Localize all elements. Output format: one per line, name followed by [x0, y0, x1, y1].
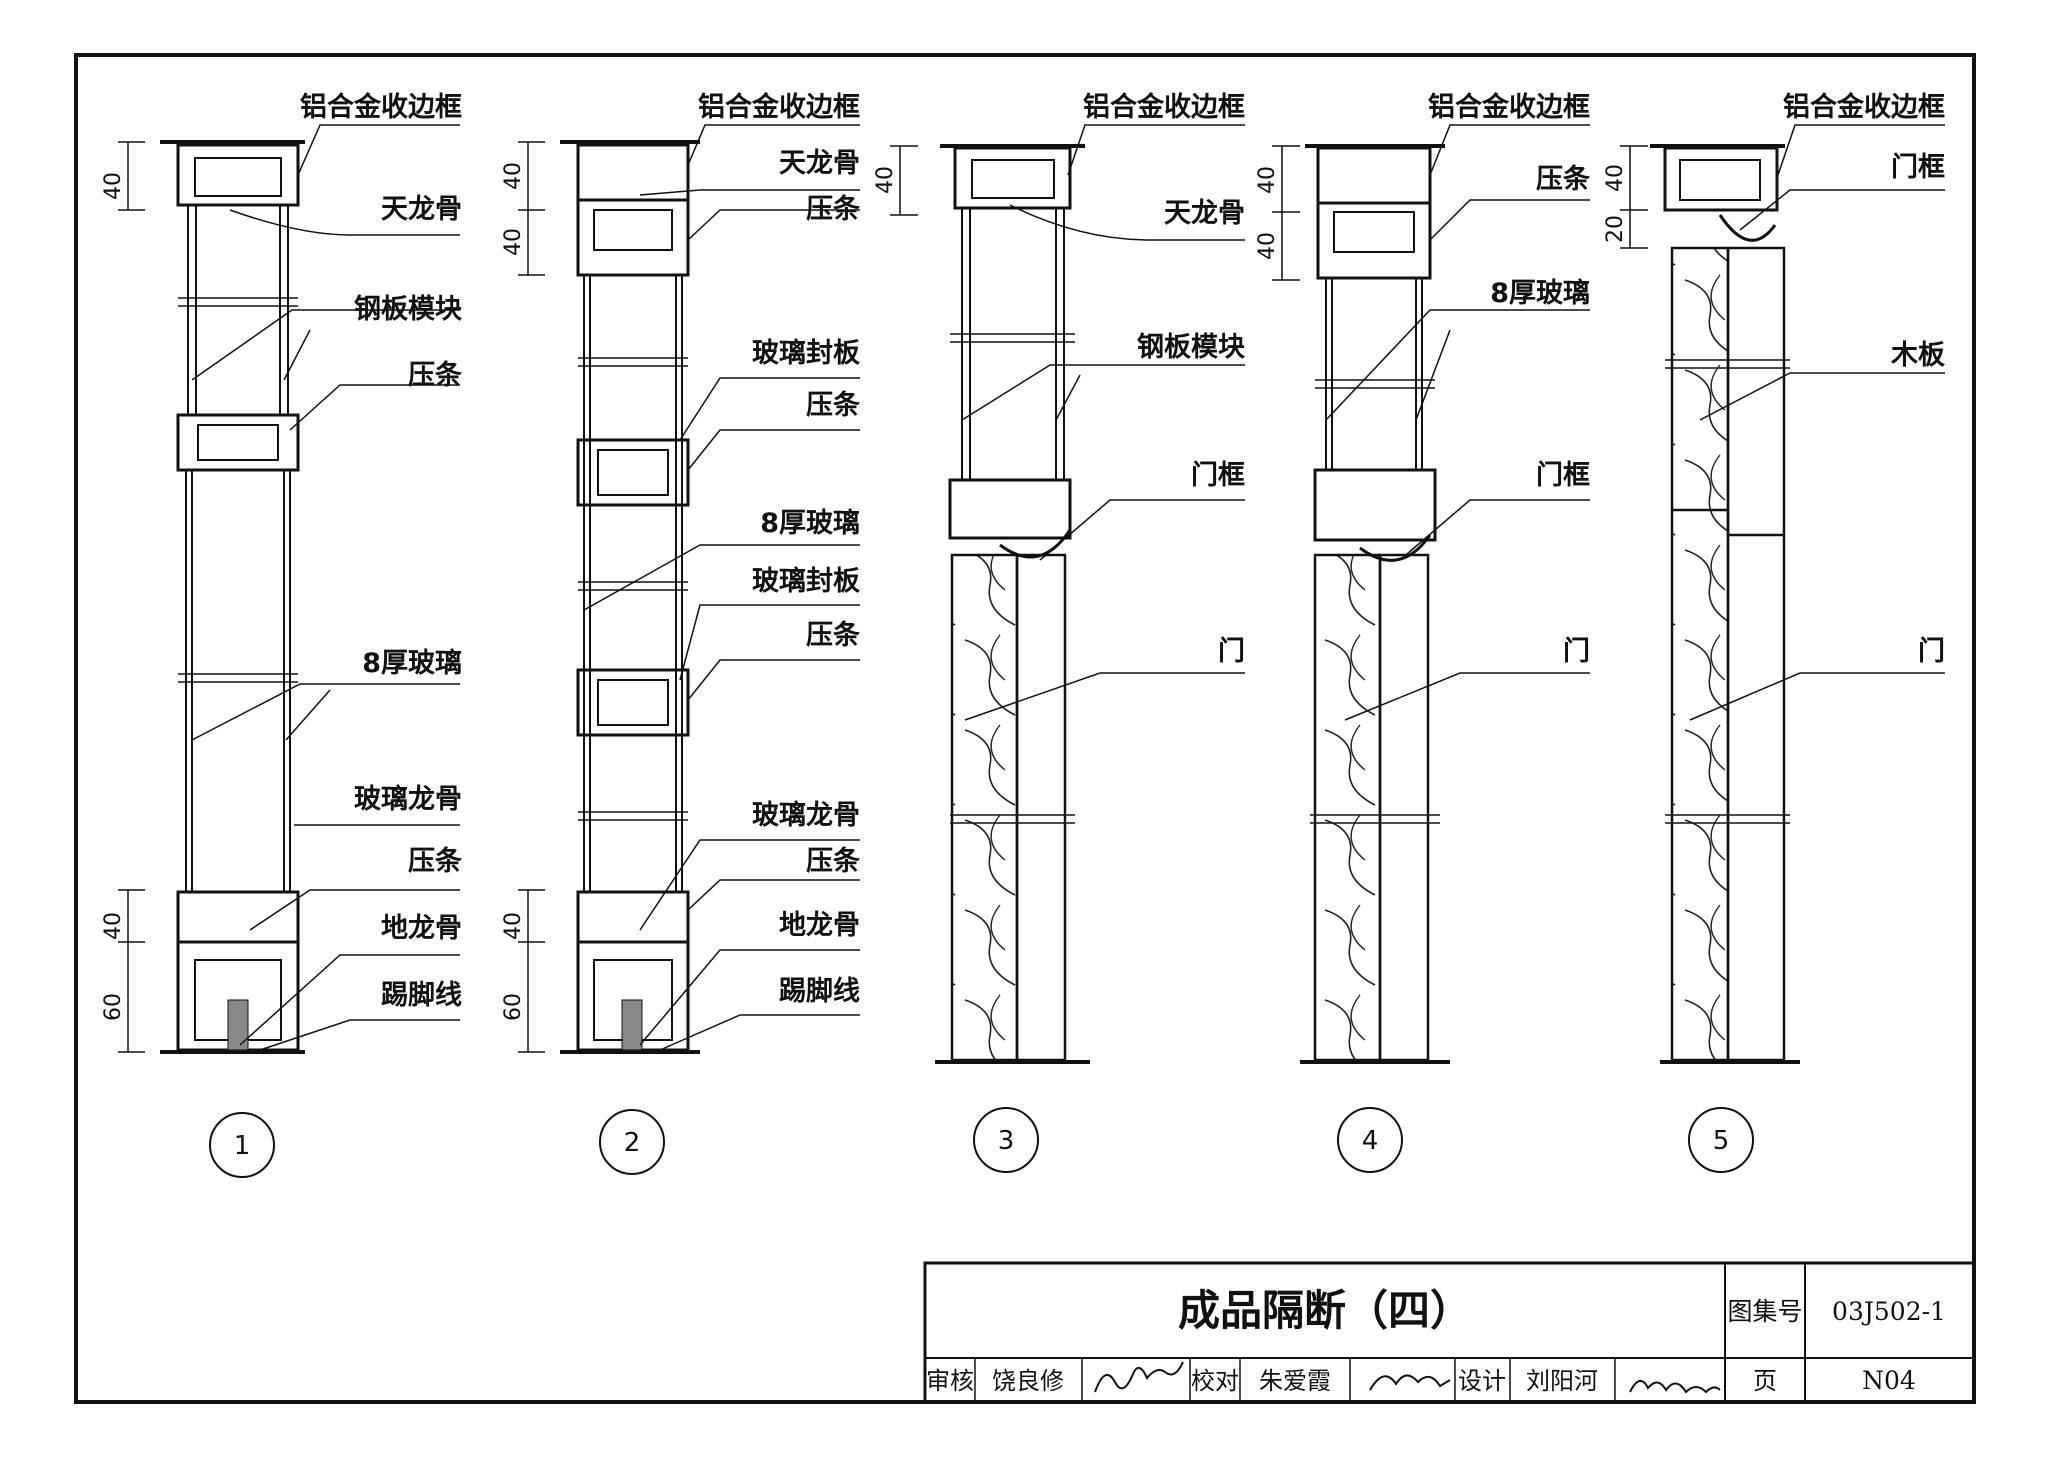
detail-2-number: 2 — [624, 1128, 641, 1158]
d1-label-skirting: 踢脚线 — [381, 980, 462, 1011]
d2-label-glass: 8厚玻璃 — [760, 508, 860, 539]
drawing-title: 成品隔断（四） — [1178, 1286, 1472, 1335]
d1-dim-bot: 60 — [101, 993, 126, 1021]
d5-label-wood-board: 木板 — [1890, 340, 1945, 371]
designer-signature — [1629, 1380, 1721, 1394]
atlas-label: 图集号 — [1727, 1297, 1802, 1326]
detail-1: 40 40 60 铝合金收边框 天龙骨 钢板模块 压条 8厚玻璃 玻璃龙骨 压条… — [101, 91, 463, 1178]
d1-label-bead-2: 压条 — [408, 846, 463, 877]
d2-label-skirting: 踢脚线 — [779, 976, 860, 1007]
d4-label-bead: 压条 — [1536, 164, 1591, 195]
d2-label-bead-3: 压条 — [806, 620, 861, 651]
d3-label-door: 门 — [1218, 636, 1245, 667]
d5-label-edge-frame: 铝合金收边框 — [1783, 91, 1945, 123]
d2-label-top-runner: 天龙骨 — [779, 148, 860, 179]
d3-label-edge-frame: 铝合金收边框 — [1083, 91, 1245, 123]
d2-dim-2: 40 — [501, 228, 526, 256]
d1-label-glass: 8厚玻璃 — [362, 648, 462, 679]
detail-5-number: 5 — [1713, 1126, 1730, 1156]
detail-2: 40 40 40 60 铝合金收边框 天龙骨 压条 玻璃封板 压条 8厚玻璃 玻… — [501, 91, 861, 1175]
d4-dim-1: 40 — [1255, 166, 1280, 194]
d2-label-glass-runner: 玻璃龙骨 — [752, 800, 860, 831]
detail-4: 40 40 铝合金收边框 压条 8厚玻璃 门框 门 4 — [1255, 91, 1591, 1173]
d2-dim-3: 40 — [501, 912, 526, 940]
checker-signature — [1369, 1374, 1451, 1391]
d2-label-edge-frame: 铝合金收边框 — [698, 91, 860, 123]
atlas-number: 03J502-1 — [1832, 1297, 1946, 1326]
d5-dim-2: 20 — [1603, 215, 1628, 243]
d2-label-bead: 压条 — [806, 194, 861, 225]
d3-label-door-frame: 门框 — [1191, 460, 1245, 491]
designer-name: 刘阳河 — [1526, 1367, 1598, 1395]
d2-label-floor-runner: 地龙骨 — [779, 910, 860, 941]
d1-label-floor-runner: 地龙骨 — [381, 913, 462, 944]
detail-3: 40 铝合金收边框 天龙骨 钢板模块 门框 门 3 — [873, 91, 1246, 1173]
check-label: 校对 — [1191, 1367, 1239, 1395]
reviewer-signature — [1094, 1361, 1184, 1393]
d4-dim-2: 40 — [1255, 232, 1280, 260]
d1-dim-mid: 40 — [101, 912, 126, 940]
page-label: 页 — [1753, 1367, 1777, 1395]
d2-dim-4: 60 — [501, 993, 526, 1021]
d1-label-glass-runner: 玻璃龙骨 — [354, 784, 462, 815]
detail-3-number: 3 — [998, 1126, 1015, 1156]
d2-label-bead-4: 压条 — [806, 846, 861, 877]
d1-dim-top: 40 — [101, 172, 126, 200]
review-label: 审核 — [926, 1367, 974, 1395]
d3-dim: 40 — [873, 166, 898, 194]
d4-label-door: 门 — [1563, 636, 1590, 667]
d4-label-door-frame: 门框 — [1536, 460, 1590, 491]
page-number: N04 — [1862, 1366, 1916, 1395]
d4-label-glass: 8厚玻璃 — [1490, 278, 1590, 309]
d5-label-door-frame: 门框 — [1891, 152, 1945, 183]
d3-label-steel-module: 钢板模块 — [1137, 332, 1246, 363]
d2-label-bead-2: 压条 — [806, 390, 861, 421]
design-label: 设计 — [1458, 1367, 1506, 1395]
d4-label-edge-frame: 铝合金收边框 — [1428, 91, 1590, 123]
d1-label-top-runner: 天龙骨 — [381, 194, 462, 225]
title-block: 成品隔断（四） 图集号 03J502-1 审核 饶良修 校对 朱爱霞 设计 刘阳… — [923, 1261, 1976, 1404]
d1-label-bead: 压条 — [408, 360, 463, 391]
reviewer-name: 饶良修 — [992, 1367, 1064, 1395]
d2-dim-1: 40 — [501, 162, 526, 190]
d2-label-glass-cover-2: 玻璃封板 — [752, 566, 860, 597]
d1-label-edge-frame: 铝合金收边框 — [300, 91, 462, 123]
d3-label-top-runner: 天龙骨 — [1164, 198, 1245, 229]
detail-4-number: 4 — [1362, 1126, 1379, 1156]
d5-dim-1: 40 — [1603, 164, 1628, 192]
detail-5: 40 20 铝合金收边框 门框 木板 门 5 — [1603, 91, 1945, 1173]
checker-name: 朱爱霞 — [1259, 1367, 1331, 1395]
d1-label-steel-module: 钢板模块 — [354, 294, 463, 325]
d2-label-glass-cover: 玻璃封板 — [752, 338, 860, 369]
detail-1-number: 1 — [234, 1131, 251, 1161]
d5-label-door: 门 — [1918, 636, 1945, 667]
